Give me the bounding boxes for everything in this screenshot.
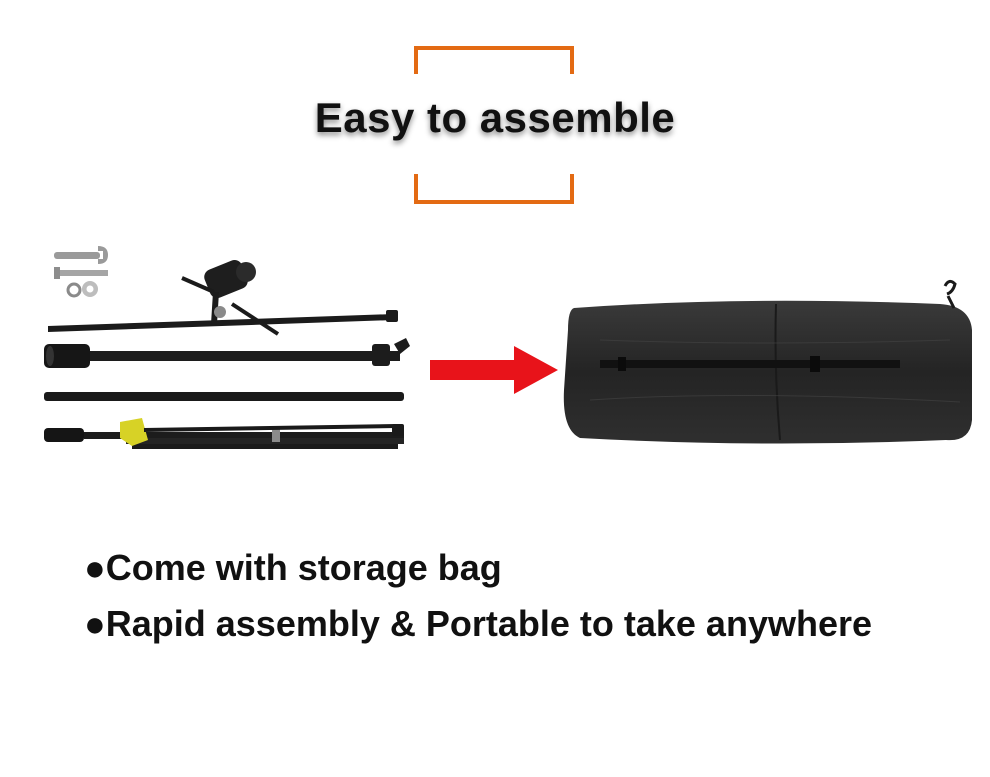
washer-nut-icon [66, 281, 98, 298]
stand-parts-image [44, 246, 410, 449]
right-arrow-icon [430, 346, 558, 394]
middle-tube [44, 338, 410, 368]
bracket-top-decoration [414, 46, 574, 74]
bolt-icon [54, 267, 108, 279]
page-title: Easy to assemble [314, 94, 676, 141]
top-bar-with-clamp [48, 260, 398, 336]
wrench-icon [54, 246, 108, 264]
storage-bag-image [563, 279, 972, 444]
bracket-bottom-decoration [414, 174, 574, 204]
feature-portable: ●Rapid assembly & Portable to take anywh… [84, 603, 873, 644]
extension-tube [44, 392, 404, 401]
feature-storage-bag: ●Come with storage bag [84, 547, 502, 588]
title-area: Easy to assemble [0, 40, 990, 210]
feature-list: ●Come with storage bag ●Rapid assembly &… [84, 540, 964, 652]
tripod-base [44, 418, 404, 449]
